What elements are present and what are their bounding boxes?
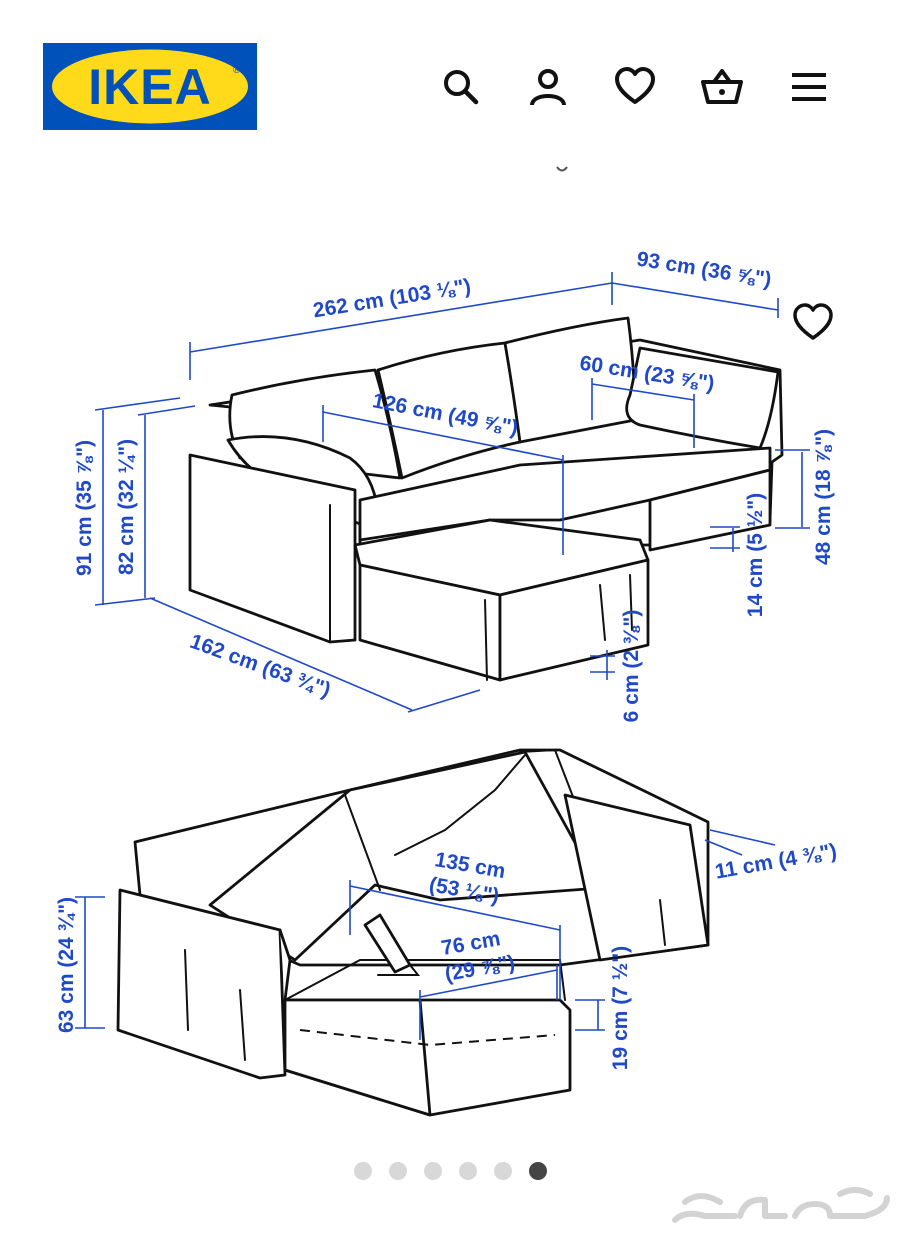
carousel-dot-1[interactable] (354, 1162, 372, 1180)
ikea-logo-mark: IKEA ® (43, 43, 257, 130)
ikea-logo[interactable]: IKEA ® (43, 43, 257, 130)
top-dimension-lines (94, 272, 810, 713)
favorites-icon (615, 67, 655, 104)
shopping-basket-button[interactable] (695, 60, 749, 114)
carousel-dot-4[interactable] (459, 1162, 477, 1180)
menu-button[interactable] (782, 60, 836, 114)
dim-chaise-depth: 93 cm (36 ⅝") (635, 248, 773, 292)
dim-height: 91 cm (35 ⅞") (73, 440, 96, 576)
search-button[interactable] (434, 60, 488, 114)
header-actions (434, 60, 836, 114)
dim-back-height: 82 cm (32 ¼") (115, 439, 138, 575)
carousel-dot-3[interactable] (424, 1162, 442, 1180)
dim-chaise-side: 162 cm (63 ¾") (187, 630, 334, 702)
cropped-text-fragment (556, 166, 568, 172)
heart-icon (793, 303, 833, 340)
menu-icon (792, 73, 826, 101)
product-dimension-image: 262 cm (103 ⅛") 93 cm (36 ⅝") 60 cm (23 … (40, 185, 860, 1135)
dim-bed-height: 63 cm (24 ¾") (55, 897, 78, 1033)
dim-storage-depth: 19 cm (7 ½") (609, 946, 632, 1070)
bottom-dimension-lines (75, 829, 776, 1040)
site-header: IKEA ® (0, 0, 900, 150)
shopping-basket-icon (701, 69, 743, 104)
carousel-dot-5[interactable] (494, 1162, 512, 1180)
haraj-watermark-logo (672, 1187, 890, 1223)
svg-text:IKEA: IKEA (88, 59, 211, 115)
account-button[interactable] (521, 60, 575, 114)
sofa-bed-illustration (116, 748, 710, 1117)
svg-text:®: ® (233, 65, 241, 76)
dim-total-width: 262 cm (103 ⅛") (311, 275, 472, 323)
search-icon (444, 70, 479, 105)
carousel-dot-6-active[interactable] (529, 1162, 547, 1180)
add-to-favorites-button[interactable] (792, 302, 834, 344)
image-carousel-pagination (354, 1162, 547, 1180)
dim-armrest-width: 11 cm (4 ⅜") (713, 840, 838, 884)
dim-clearance: 6 cm (2 ⅜") (620, 610, 643, 723)
account-icon (530, 69, 566, 106)
sofa-dimension-drawing: 262 cm (103 ⅛") 93 cm (36 ⅝") 60 cm (23 … (55, 248, 839, 1117)
dim-seat-height: 48 cm (18 ⅞") (812, 429, 835, 565)
carousel-dot-2[interactable] (389, 1162, 407, 1180)
favorites-button[interactable] (608, 60, 662, 114)
dim-leg-height: 14 cm (5 ½") (744, 493, 767, 617)
